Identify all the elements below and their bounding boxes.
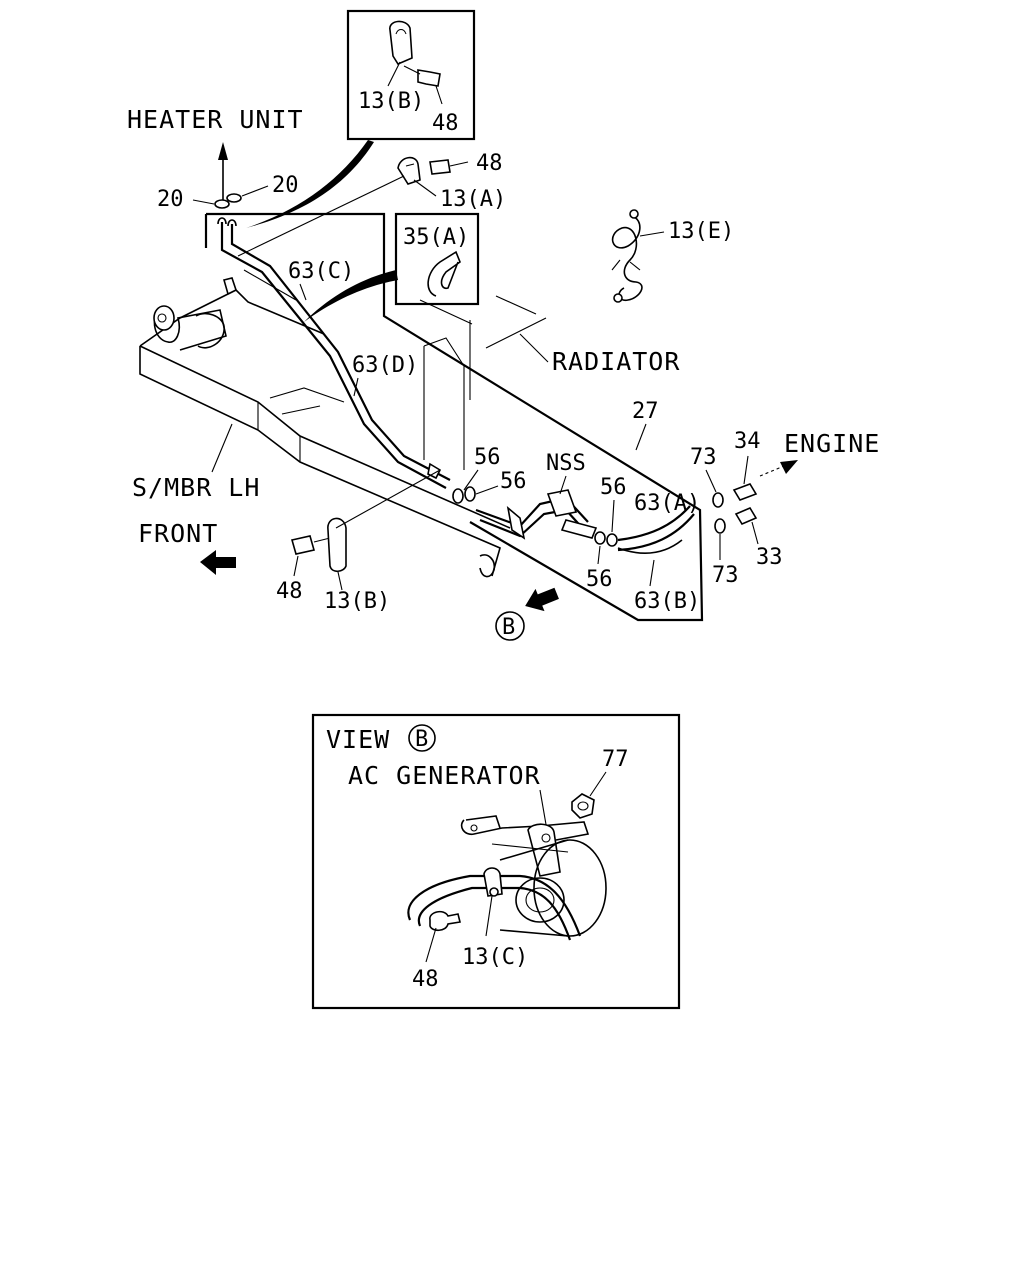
pipe-63c-63d [217,217,451,489]
label-34: 34 [734,429,761,454]
label-56-b: 56 [500,469,527,494]
view-b-arrow [525,587,559,612]
arrow-heater-head [218,142,228,160]
label-73-top: 73 [690,445,717,470]
label-56-c: 56 [600,475,627,500]
leader-wedge-35a [304,270,398,322]
label-20-right: 20 [272,173,299,198]
label-73-bot: 73 [712,563,739,588]
fittings-73-34-33 [712,483,758,534]
label-13e: 13(E) [668,219,734,244]
view-b-circle [408,724,436,752]
label-56-a: 56 [474,445,501,470]
clamp-20-right [226,193,242,203]
front-arrow [200,550,236,575]
label-13b-inset: 13(B) [358,89,424,114]
clamp-20-left [214,199,230,209]
b-marker-circle [495,611,525,641]
label-20-left: 20 [157,187,184,212]
label-view-b: VIEW [326,725,390,754]
arrow-engine-shaft [759,465,785,477]
label-27: 27 [632,399,659,424]
label-smbr-lh: S/MBR LH [132,473,260,502]
inset-clip-13b: 13(B) 48 [346,9,476,141]
label-63d: 63(D) [352,353,418,378]
view-b-panel: VIEW B AC GENERATOR 77 13(C) 48 [311,713,681,1010]
label-56-d: 56 [586,567,613,592]
label-engine: ENGINE [784,429,880,458]
hose-section-nss [452,486,618,547]
clip-13a: 48 13(A) [237,151,506,257]
assembly-boundary [206,212,704,622]
view-b-circle-letter: B [415,727,428,752]
label-48-view: 48 [412,967,439,992]
arrow-engine-head [780,460,798,474]
label-nss: NSS [546,451,586,476]
side-member-lh [139,269,547,578]
b-marker-letter: B [502,615,515,640]
label-ac-generator: AC GENERATOR [348,761,541,790]
hoses-63a-63b [617,505,695,555]
inset-band-35a: 35(A) [394,212,480,306]
label-heater-unit: HEATER UNIT [127,105,304,134]
label-48-inset: 48 [432,111,459,136]
label-13c: 13(C) [462,945,528,970]
label-63b: 63(B) [634,589,700,614]
label-13a: 13(A) [440,187,506,212]
label-63a: 63(A) [634,491,700,516]
label-35a: 35(A) [403,225,469,250]
label-48-top: 48 [476,151,503,176]
clamp-13e: 13(E) [611,209,734,303]
label-33: 33 [756,545,783,570]
label-13b-bottom: 13(B) [324,589,390,614]
clip-13b-bottom [290,469,441,591]
label-radiator: RADIATOR [552,347,680,376]
label-front: FRONT [138,519,218,548]
label-63c: 63(C) [288,259,354,284]
label-48-bottom: 48 [276,579,303,604]
label-77: 77 [602,747,629,772]
